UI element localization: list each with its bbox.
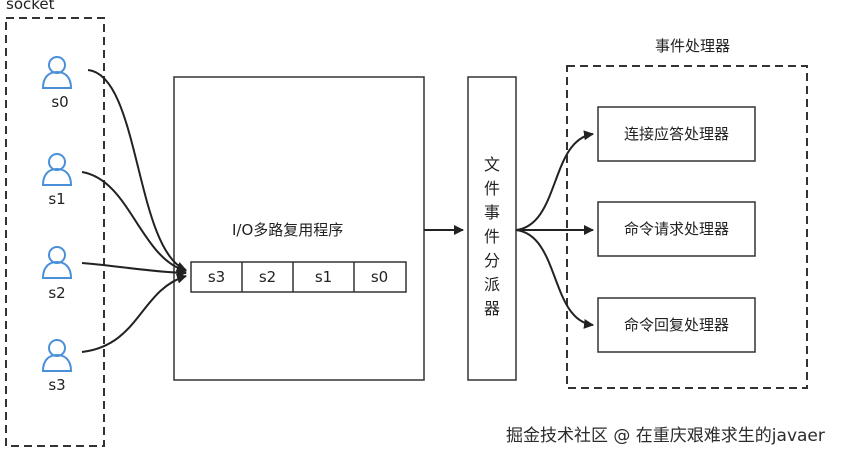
dispatcher-char: 分: [483, 251, 500, 270]
handler-group-border: [566, 65, 808, 389]
handler-reply-label: 命令回复处理器: [623, 316, 729, 334]
user-icon: [42, 153, 72, 186]
multiplexer-box: [173, 76, 425, 381]
multiplexer-title: I/O多路复用程序: [232, 221, 344, 239]
s0-connection-arrow: [87, 69, 187, 272]
dispatch-arrow-reply: [515, 229, 594, 329]
socket-group-title: socket: [6, 0, 55, 13]
dispatcher-char: 器: [483, 299, 500, 318]
client-s3: s3: [27, 377, 87, 393]
dispatcher-char: 事: [483, 203, 500, 222]
client-s2: s2: [27, 285, 87, 301]
queue-cell: s0: [370, 268, 389, 286]
queue-cell: s1: [314, 268, 333, 286]
handler-group-title: 事件处理器: [655, 37, 731, 55]
queue-cell: s2: [258, 268, 277, 286]
dispatcher-char: 派: [483, 275, 500, 294]
queue-cell: s3: [207, 268, 226, 286]
user-icon: [42, 56, 72, 89]
handler-box: [597, 106, 756, 162]
s2-connection-arrow: [81, 262, 187, 278]
handler-box: [597, 297, 756, 353]
dispatcher-label: 文 件 事 件 分 派 器: [468, 153, 516, 321]
client-s0: s0: [30, 94, 90, 110]
dispatcher-char: 件: [483, 179, 500, 198]
handler-accept-label: 连接应答处理器: [623, 125, 729, 143]
client-s1: s1: [27, 191, 87, 207]
watermark: 掘金技术社区 @ 在重庆艰难求生的javaer: [506, 426, 825, 446]
client-label: s1: [48, 190, 66, 208]
dispatch-arrow-accept: [515, 130, 594, 231]
dispatcher-char: 文: [483, 155, 500, 174]
s1-connection-arrow: [81, 171, 187, 274]
client-label: s2: [48, 284, 66, 302]
client-label: s3: [48, 376, 66, 394]
handler-box: [597, 201, 756, 257]
user-icon: [42, 246, 72, 279]
dispatcher-box: [467, 76, 517, 381]
socket-group-border: [5, 17, 105, 447]
dispatcher-char: 件: [483, 227, 500, 246]
client-label: s0: [51, 93, 69, 111]
queue-box: [190, 261, 407, 293]
s3-connection-arrow: [81, 273, 187, 353]
handler-request-label: 命令请求处理器: [623, 220, 729, 238]
user-icon: [42, 339, 72, 372]
